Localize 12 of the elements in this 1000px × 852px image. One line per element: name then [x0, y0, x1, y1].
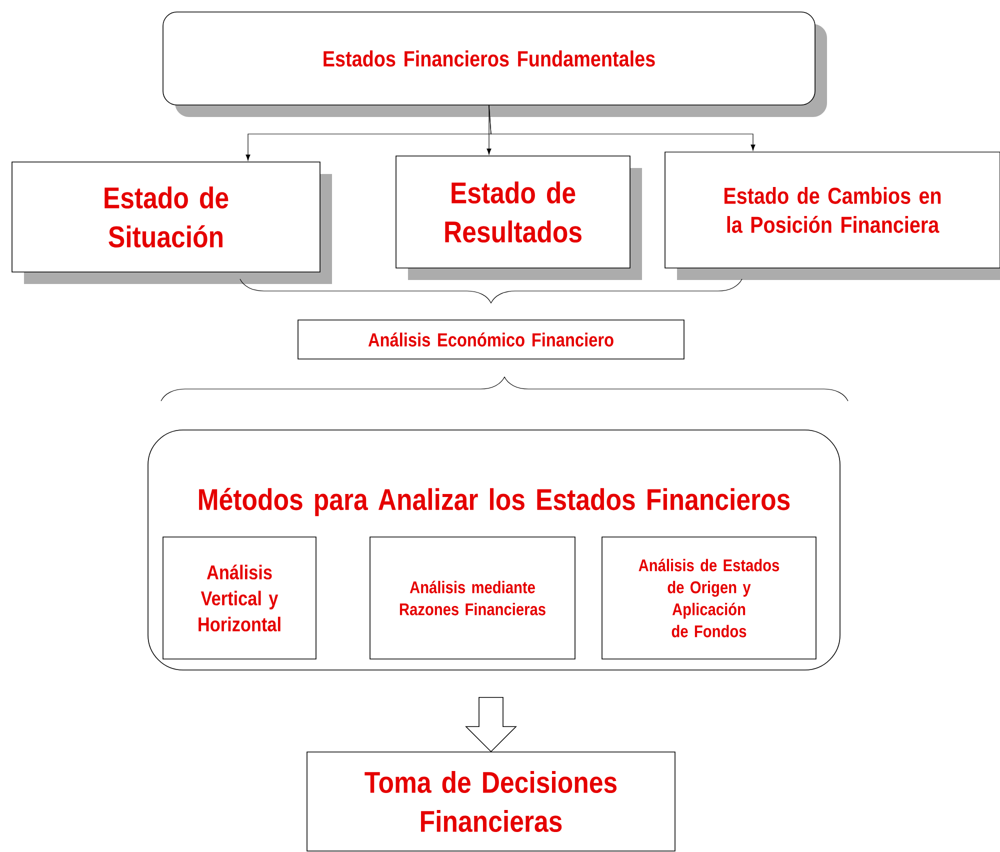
arrow	[486, 105, 492, 155]
statement-box: Estado de Cambios en la Posición Financiera	[664, 152, 1000, 280]
decision-box: Toma de Decisiones Financieras	[306, 752, 676, 852]
method-box: Análisis mediante Razones Financieras	[370, 536, 576, 660]
arrow	[488, 105, 756, 151]
statement-box: Estado de Situación	[12, 162, 332, 284]
analysis-box: Análisis Económico Financiero	[298, 320, 684, 360]
method-box: Análisis Vertical y Horizontal	[162, 536, 316, 660]
title-box: Estados Financieros Fundamentales	[162, 12, 827, 117]
statement-box: Estado de Resultados	[396, 156, 642, 280]
method-box: Análisis de Estados de Origen y Aplicación de Fondos	[602, 536, 816, 660]
block-arrow	[465, 697, 517, 752]
